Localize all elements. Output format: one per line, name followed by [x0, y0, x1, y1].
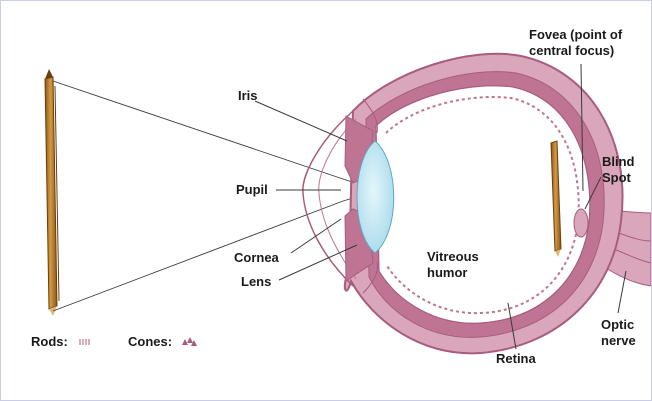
blind-spot-disc: [574, 209, 588, 237]
label-pupil: Pupil: [236, 182, 268, 197]
legend: Rods: Cones:: [31, 334, 197, 349]
label-iris: Iris: [238, 88, 258, 103]
label-fovea-line1: Fovea (point of: [529, 27, 623, 42]
label-optic-line1: Optic: [601, 317, 634, 332]
label-lens: Lens: [241, 274, 271, 289]
label-retina: Retina: [496, 351, 537, 366]
label-optic-line2: nerve: [601, 333, 636, 348]
label-blind-spot-line2: Spot: [602, 170, 632, 185]
label-blind-spot-line1: Blind: [602, 154, 635, 169]
label-fovea-line2: central focus): [529, 43, 614, 58]
cones-icon: [182, 337, 197, 346]
label-vitreous-line1: Vitreous: [427, 249, 479, 264]
legend-cones-label: Cones:: [128, 334, 172, 349]
label-cornea: Cornea: [234, 250, 280, 265]
rods-icon: [80, 339, 89, 345]
object-pencil: [45, 69, 59, 316]
legend-rods-label: Rods:: [31, 334, 68, 349]
label-vitreous-line2: humor: [427, 265, 467, 280]
